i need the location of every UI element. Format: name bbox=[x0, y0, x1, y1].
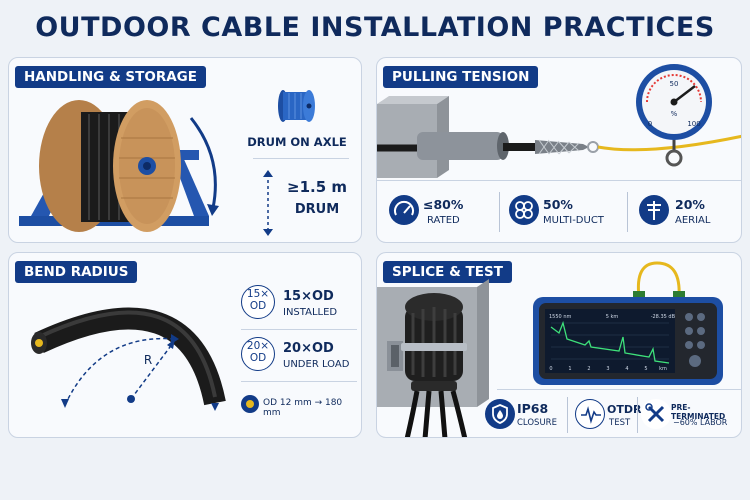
panel-title-pulling: PULLING TENSION bbox=[383, 66, 539, 88]
page-title: OUTDOOR CABLE INSTALLATION PRACTICES bbox=[35, 12, 715, 43]
stat-multi-duct-label: MULTI-DUCT bbox=[543, 215, 604, 226]
vertical-dimension-arrow-icon bbox=[263, 170, 273, 236]
waveform-icon bbox=[575, 399, 605, 429]
bend-example: OD 12 mm → 180 mm bbox=[263, 398, 343, 418]
divider bbox=[241, 381, 357, 382]
utility-pole-icon bbox=[639, 195, 669, 225]
stat-rated-value: ≤80% bbox=[423, 197, 464, 212]
bend-under-load-value: 20×OD bbox=[283, 341, 334, 356]
divider bbox=[499, 192, 500, 232]
otdr-loss: -28.35 dB bbox=[650, 314, 675, 320]
drum-on-axle-label: DRUM ON AXLE bbox=[247, 135, 347, 149]
gauge-tick-50: 50 bbox=[669, 80, 679, 88]
stat-aerial-value: 20% bbox=[675, 197, 705, 212]
stat-ip68-label: CLOSURE bbox=[517, 418, 557, 428]
radius-label: R bbox=[143, 353, 153, 367]
stat-multi-duct-value: 50% bbox=[543, 197, 573, 212]
otdr-axis-tick: 0 bbox=[549, 366, 553, 372]
stat-aerial-label: AERIAL bbox=[675, 215, 711, 226]
divider bbox=[253, 158, 349, 159]
stat-otdr-value: OTDR bbox=[607, 403, 642, 416]
panel-bend-radius: BEND RADIUS R 15× OD 15×OD INSTALLED 20×… bbox=[8, 252, 362, 438]
stat-pre-terminated-label: −60% LABOR bbox=[673, 418, 728, 427]
divider bbox=[241, 329, 357, 330]
otdr-axis-tick: 4 bbox=[625, 366, 629, 372]
stat-ip68-value: IP68 bbox=[517, 401, 549, 416]
otdr-axis-tick: 5 bbox=[644, 366, 648, 372]
otdr-axis-tick: 3 bbox=[606, 366, 610, 372]
speedometer-icon bbox=[389, 195, 419, 225]
divider bbox=[567, 397, 568, 433]
panel-title-handling: HANDLING & STORAGE bbox=[15, 66, 206, 88]
min-distance-unit: DRUM bbox=[294, 202, 340, 217]
panel-handling-storage: HANDLING & STORAGE bbox=[8, 57, 362, 243]
shield-drop-icon bbox=[485, 399, 515, 429]
otdr-range: 5 km bbox=[605, 314, 619, 320]
otdr-axis-unit: km bbox=[659, 366, 667, 372]
panel-title-bend: BEND RADIUS bbox=[15, 261, 138, 283]
bent-cable-illustration bbox=[31, 307, 226, 411]
bend-installed-value: 15×OD bbox=[283, 289, 334, 304]
stat-otdr-label: TEST bbox=[609, 418, 631, 428]
divider bbox=[377, 180, 741, 181]
cable-pulling-illustration bbox=[377, 64, 741, 178]
panel-pulling-tension: PULLING TENSION 0 50 % 100 bbox=[376, 57, 742, 243]
panel-title-splice: SPLICE & TEST bbox=[383, 261, 512, 283]
otdr-wavelength: 1550 nm bbox=[549, 314, 572, 320]
gauge-tick-percent: % bbox=[670, 110, 678, 118]
bend-badge-20od: 20× OD bbox=[241, 337, 275, 371]
gauge-tick-100: 100 bbox=[687, 120, 701, 128]
gauge-tick-0: 0 bbox=[647, 120, 653, 128]
bend-badge-15od: 15× OD bbox=[241, 285, 275, 319]
cable-end-icon bbox=[241, 395, 259, 413]
divider bbox=[627, 192, 628, 232]
otdr-device-illustration bbox=[533, 261, 723, 385]
cable-drum-illustration bbox=[19, 100, 219, 232]
divider bbox=[497, 389, 741, 390]
min-distance-value: ≥1.5 m bbox=[287, 178, 347, 196]
tools-icon bbox=[641, 399, 671, 429]
stat-rated-label: RATED bbox=[427, 215, 460, 226]
splice-closure-illustration bbox=[377, 279, 489, 437]
stat-pre-terminated-value: PRE-TERMINATED bbox=[671, 403, 726, 421]
multi-duct-icon bbox=[509, 195, 539, 225]
small-drum-icon bbox=[278, 90, 315, 122]
bend-under-load-label: UNDER LOAD bbox=[283, 359, 350, 370]
otdr-axis-tick: 2 bbox=[587, 366, 591, 372]
panel-splice-test: SPLICE & TEST bbox=[376, 252, 742, 438]
divider bbox=[637, 397, 638, 433]
bend-installed-label: INSTALLED bbox=[283, 307, 338, 318]
otdr-axis-tick: 1 bbox=[568, 366, 572, 372]
